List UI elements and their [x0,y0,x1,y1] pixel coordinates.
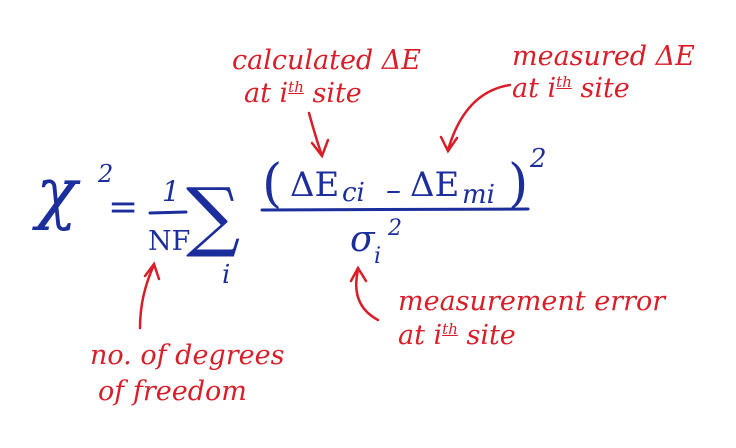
arrow-measured [439,83,512,154]
annotation-measured-line2-prefix: at i [512,73,557,104]
annotation-measured-line2: at ith site [512,73,630,104]
arrow-degrees-of-freedom [138,261,161,330]
close-paren: ) [508,154,529,214]
annotation-error-line2: at ith site [398,320,516,351]
open-paren: ( [262,154,283,214]
equals-sign: = [108,187,139,228]
fraction-bar-main [260,207,530,212]
sigma-symbol: σ [350,219,375,260]
summation-index: i [222,260,231,290]
delta-e-calculated: ΔE [290,165,340,205]
fraction-numerator-one: 1 [162,175,180,208]
annotation-degrees-line2: of freedom [98,376,247,407]
annotation-error-line2-sup: th [442,320,458,338]
sigma-subscript-i: i [374,244,382,269]
fraction-bar-nf [148,210,188,215]
annotation-calculated-line2-prefix: at i [244,78,289,109]
annotation-measured-line2-sup: th [556,73,572,91]
fraction-denominator-nf: NF [148,226,191,257]
arrow-calculated [307,111,330,159]
annotation-measured-line1: measured ΔE [512,41,695,72]
annotation-error-line2-prefix: at i [398,320,443,351]
annotation-error-line1: measurement error [398,286,666,317]
annotation-calculated-line2-sup: th [288,78,304,96]
annotation-degrees-line1: no. of degrees [90,340,285,371]
chi-symbol: χ [36,154,78,233]
annotation-calculated-line2: at ith site [244,78,362,109]
summation-symbol: ∑ [186,171,241,260]
annotation-measured-line2-suffix: site [571,73,630,104]
annotation-calculated-line1: calculated ΔE [232,45,421,76]
subscript-ci: ci [342,178,365,208]
minus-sign: – [386,173,401,208]
delta-e-measured: ΔE [410,165,460,205]
annotation-calculated-line2-suffix: site [303,78,362,109]
annotation-error-line2-suffix: site [457,320,516,351]
sigma-exponent: 2 [388,216,402,241]
subscript-mi: mi [462,180,495,210]
chi-exponent: 2 [98,160,114,188]
arrow-measurement-error [349,265,380,322]
numerator-exponent: 2 [530,144,547,174]
